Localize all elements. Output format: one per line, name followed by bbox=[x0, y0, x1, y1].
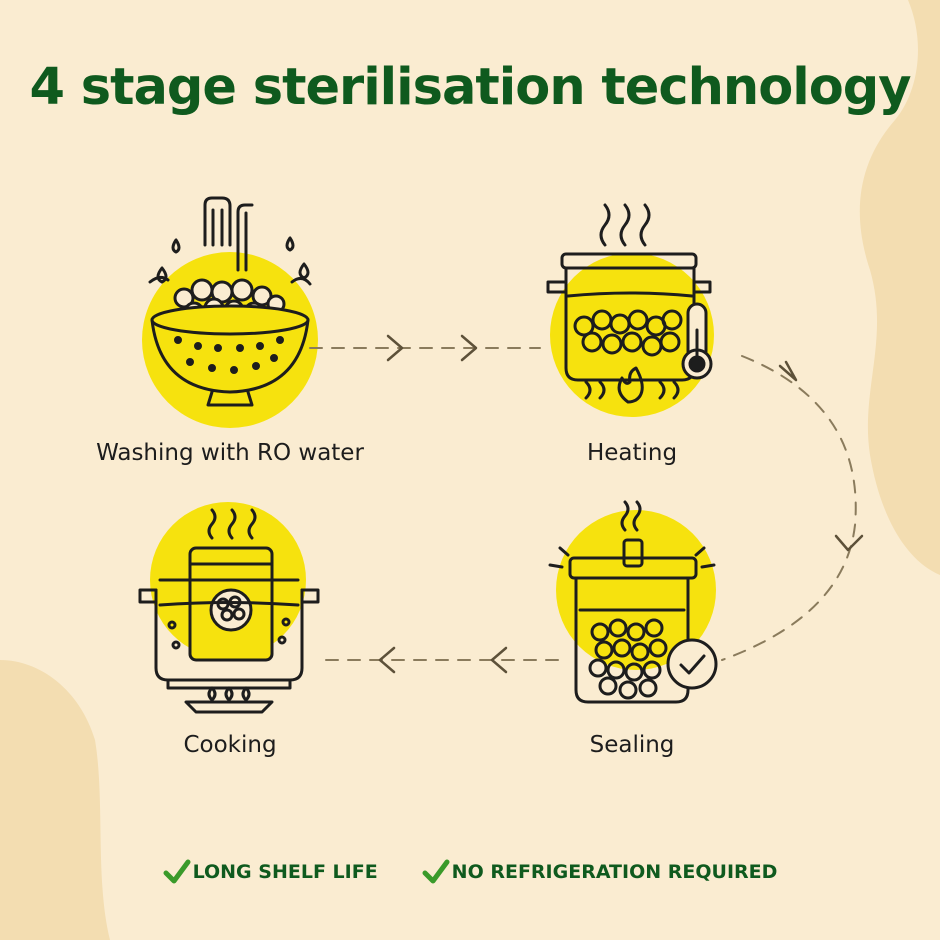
checkmark-icon bbox=[422, 859, 450, 884]
badge-label: LONG SHELF LIFE bbox=[192, 861, 378, 883]
arrow-head-left-1 bbox=[490, 646, 508, 674]
highlight-circle-washing bbox=[142, 252, 318, 428]
badge-no-refrigeration: NO REFRIGERATION REQUIRED bbox=[422, 858, 778, 886]
pouch-cooking-icon bbox=[138, 508, 320, 714]
stage-label-cooking: Cooking bbox=[183, 732, 277, 758]
highlight-circle-sealing bbox=[556, 510, 716, 670]
page-title: 4 stage sterilisation technology bbox=[29, 58, 911, 117]
stage-label-heating: Heating bbox=[586, 440, 678, 466]
arrow-head-down-2 bbox=[834, 534, 864, 552]
sealed-jar-icon bbox=[548, 500, 718, 704]
arrow-head-right-2 bbox=[460, 334, 478, 362]
badge-label: NO REFRIGERATION REQUIRED bbox=[451, 861, 778, 883]
arrow-head-right-1 bbox=[386, 334, 404, 362]
corner-blob-top-right bbox=[859, 0, 940, 575]
stage-label-sealing: Sealing bbox=[589, 732, 675, 758]
arrow-head-left-2 bbox=[378, 646, 396, 674]
feature-badges: LONG SHELF LIFE NO REFRIGERATION REQUIRE… bbox=[0, 858, 940, 886]
pot-heating-icon bbox=[546, 203, 713, 404]
colander-washing-icon bbox=[148, 196, 312, 407]
arrow-head-down-1 bbox=[778, 360, 798, 382]
connector-heating-to-sealing bbox=[721, 355, 857, 661]
stage-label-washing: Washing with RO water bbox=[96, 440, 364, 466]
badge-long-shelf-life: LONG SHELF LIFE bbox=[163, 858, 378, 886]
checkmark-icon bbox=[163, 859, 191, 884]
corner-blob-bottom-left bbox=[0, 660, 110, 940]
